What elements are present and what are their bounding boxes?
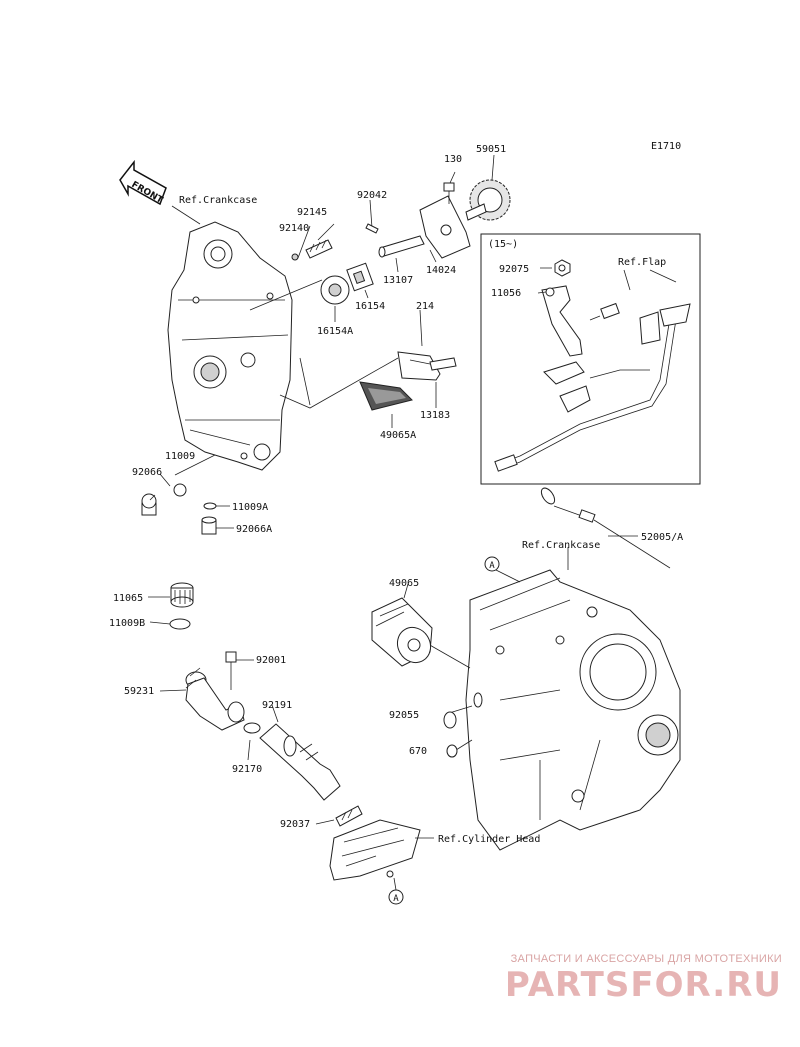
oring-92055 [443, 711, 457, 729]
front-arrow-icon: FRONT [119, 159, 167, 206]
part-label[interactable]: 14024 [426, 265, 456, 276]
bolt-92037 [335, 805, 363, 827]
ref-flap: Ref.Flap [618, 257, 666, 268]
part-label[interactable]: 11065 [113, 593, 143, 604]
part-label[interactable]: 59231 [124, 686, 154, 697]
part-label[interactable]: 16154 [355, 301, 385, 312]
nut-92075 [554, 259, 571, 277]
part-label[interactable]: 52005/A [641, 532, 683, 543]
part-label[interactable]: 49065A [380, 430, 416, 441]
ref-crankcase-top: Ref.Crankcase [179, 195, 257, 206]
part-label[interactable]: 16154A [317, 326, 353, 337]
ball-92140 [291, 253, 299, 261]
inset-frame [480, 233, 701, 485]
part-label[interactable]: 49065 [389, 578, 419, 589]
strainer-13183 [397, 351, 457, 381]
screen-49065A [359, 381, 413, 411]
part-label[interactable]: 59051 [476, 144, 506, 155]
plug-92066A [201, 516, 217, 535]
oil-filter-49065 [371, 597, 433, 667]
part-label[interactable]: 92066A [236, 524, 272, 535]
section-marker-a-2: A [388, 889, 404, 905]
part-label[interactable]: 11009A [232, 502, 268, 513]
oring-11009B [169, 618, 191, 630]
svg-text:A: A [393, 894, 399, 904]
part-label[interactable]: 670 [409, 746, 427, 757]
part-label[interactable]: 92066 [132, 467, 162, 478]
crankcase-lower-drawing [465, 569, 681, 851]
plug-92066 [141, 493, 157, 516]
part-label[interactable]: 130 [444, 154, 462, 165]
hose-clamp-92170 [243, 722, 261, 734]
part-label[interactable]: 214 [416, 301, 434, 312]
oring-670 [446, 744, 458, 758]
section-marker-a-1: A [484, 556, 500, 572]
bolt-92001 [225, 651, 237, 690]
part-label[interactable]: 92191 [262, 700, 292, 711]
part-label[interactable]: 11056 [491, 288, 521, 299]
diagram-code: E1710 [651, 141, 681, 152]
bolt-130 [443, 182, 455, 204]
breather-cover-drawing [329, 819, 421, 881]
washer-11009 [173, 483, 187, 497]
svg-text:A: A [489, 561, 495, 571]
crankcase-cover-drawing [167, 221, 293, 471]
spring-92145 [305, 239, 333, 259]
inset-title: (15~) [488, 239, 518, 250]
flap-linkage-drawing [494, 303, 691, 472]
part-label[interactable]: 92145 [297, 207, 327, 218]
part-label[interactable]: 92055 [389, 710, 419, 721]
part-label[interactable]: 13183 [420, 410, 450, 421]
pump-cover-14024 [419, 195, 471, 259]
part-label[interactable]: 92140 [279, 223, 309, 234]
part-label[interactable]: 92037 [280, 819, 310, 830]
part-label[interactable]: 13107 [383, 275, 413, 286]
part-label[interactable]: 92075 [499, 264, 529, 275]
part-label[interactable]: 92042 [357, 190, 387, 201]
watermark-logo: PARTSFOR.RU [505, 965, 782, 1005]
ref-cylinder-head: Ref.Cylinder Head [438, 834, 540, 845]
watermark-tagline: ЗАПЧАСТИ И АКСЕССУАРЫ ДЛЯ МОТОТЕХНИКИ [511, 953, 782, 965]
rotor-16154 [346, 262, 374, 292]
part-label[interactable]: 92001 [256, 655, 286, 666]
rotor-16154A [320, 275, 350, 305]
bolt-flap [589, 302, 620, 321]
oil-filler-59231 [185, 667, 245, 731]
bracket-11056 [541, 285, 583, 357]
dipstick-52005 [540, 487, 671, 569]
cap-11065 [170, 582, 194, 608]
washer-11009A [203, 502, 217, 510]
part-label[interactable]: 11009B [109, 618, 145, 629]
pin-92042 [365, 223, 379, 234]
ref-crankcase-bottom: Ref.Crankcase [522, 540, 600, 551]
part-label[interactable]: 92170 [232, 764, 262, 775]
pump-shaft-13107 [378, 235, 425, 258]
breather-hose-92191 [259, 723, 341, 801]
part-label[interactable]: 11009 [165, 451, 195, 462]
gear-59051 [465, 179, 511, 221]
